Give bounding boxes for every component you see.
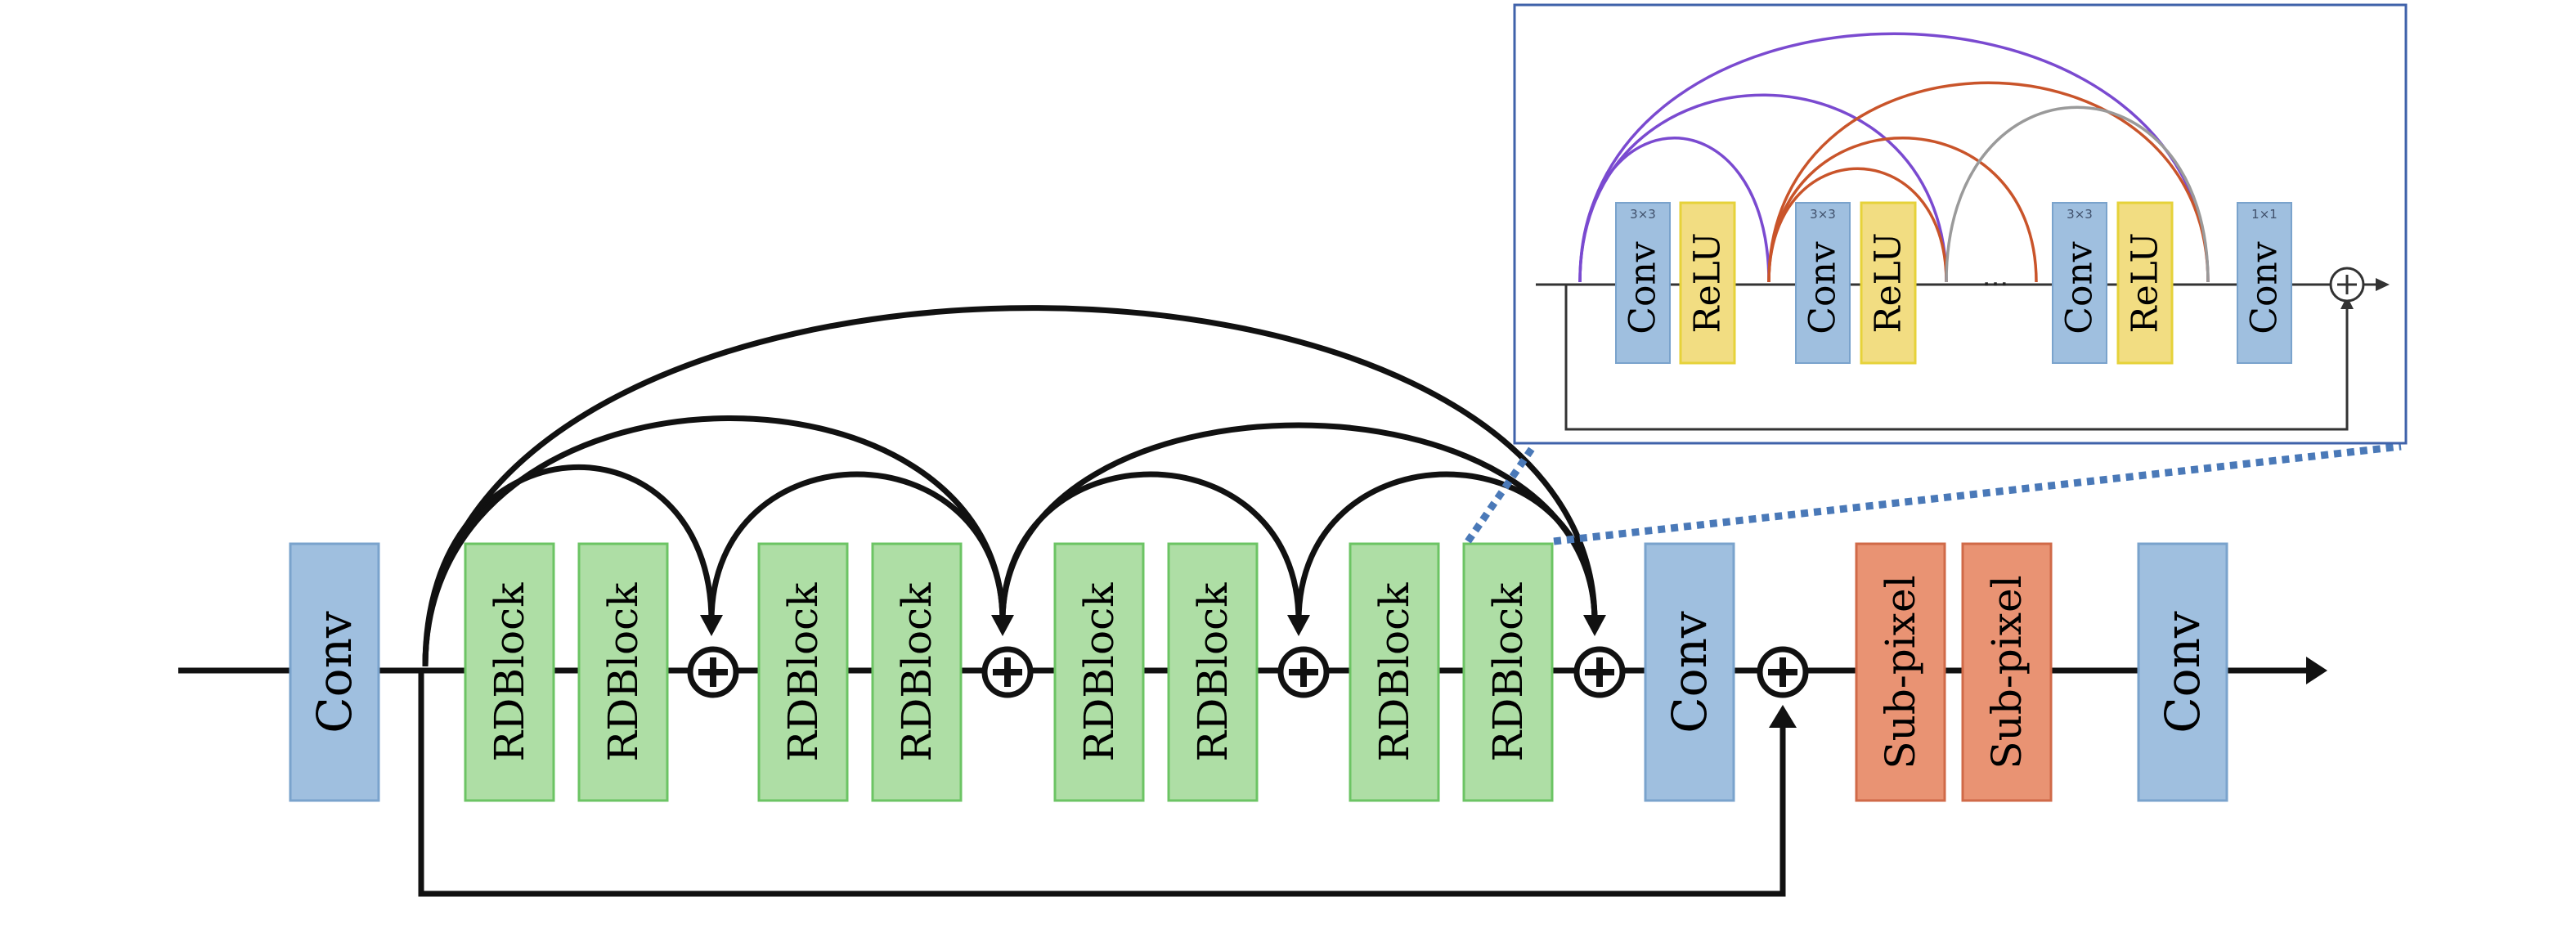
block-subpixel-1: Sub-pixel	[1855, 542, 1946, 802]
arc-origin-to-sum2	[422, 415, 1006, 667]
inset-residual-connection	[1564, 285, 2349, 431]
arc-sum3-to-sum4	[1295, 471, 1598, 622]
arrowhead-sum3	[1287, 615, 1310, 636]
block-rdblock-1: RDBlock	[464, 542, 555, 802]
block-conv-trunk: Conv	[1644, 542, 1735, 802]
plus-icon	[2337, 275, 2357, 294]
inset-conv-2: 3×3 Conv	[1795, 202, 1851, 364]
arc-gray-1	[1945, 105, 2210, 283]
block-label: RDBlock	[1189, 582, 1236, 762]
block-rdblock-6: RDBlock	[1167, 542, 1259, 802]
inset-relu-3: ReLU	[2116, 201, 2174, 365]
block-label: Sub-pixel	[1983, 575, 2031, 769]
block-label: ReLU	[1868, 232, 1910, 333]
block-conv-input: Conv	[289, 542, 380, 802]
inset-conv-3: 3×3 Conv	[2052, 202, 2107, 364]
arc-red-3	[1767, 81, 2210, 283]
arrowhead-sum1	[700, 615, 723, 636]
arrowhead-sum4	[1583, 615, 1606, 636]
block-label: Conv	[307, 611, 362, 733]
block-label: Conv	[1662, 611, 1717, 733]
sum-node-3	[1277, 646, 1330, 698]
kernel-size-label: 3×3	[1810, 207, 1836, 222]
arc-sum1-to-sum2	[708, 471, 1006, 622]
block-label: ReLU	[2125, 232, 2166, 333]
zoom-line-right	[1553, 442, 2402, 545]
arc-origin-to-sum4	[422, 305, 1598, 667]
inset-relu-1: ReLU	[1679, 201, 1736, 365]
block-rdblock-7: RDBlock	[1349, 542, 1440, 802]
plus-icon	[1289, 657, 1318, 687]
block-label: Sub-pixel	[1877, 575, 1924, 769]
block-subpixel-2: Sub-pixel	[1961, 542, 2053, 802]
block-rdblock-2: RDBlock	[577, 542, 669, 802]
block-label: RDBlock	[1371, 582, 1418, 762]
inset-relu-2: ReLU	[1860, 201, 1917, 365]
inset-dense-arcs	[1578, 32, 2210, 283]
block-rdblock-3: RDBlock	[757, 542, 849, 802]
block-label: RDBlock	[779, 582, 827, 762]
sum-node-global	[1757, 646, 1809, 698]
zoom-indicator-lines	[1465, 442, 2402, 545]
block-rdblock-8: RDBlock	[1462, 542, 1554, 802]
block-conv-output: Conv	[2137, 542, 2228, 802]
zoom-line-left	[1465, 444, 1537, 544]
arc-red-2	[1767, 137, 2038, 283]
main-pipeline: Conv RDBlock RDBlock RDBlock RDBlock RDB…	[178, 305, 2327, 897]
inset-conv-1x1: 1×1 Conv	[2237, 202, 2292, 364]
rdblock-detail-inset: 3×3 Conv ReLU 3×3 Conv ReLU ··· 3×3 Conv…	[1513, 3, 2408, 445]
kernel-size-label: 3×3	[2067, 207, 2093, 222]
output-arrow	[2306, 657, 2327, 684]
arrowhead-sum2	[991, 615, 1014, 636]
inset-sum-node	[2329, 267, 2365, 303]
block-label: RDBlock	[893, 582, 940, 762]
sum-node-1	[687, 646, 739, 698]
sum-node-2	[981, 646, 1034, 698]
block-label: RDBlock	[1484, 582, 1532, 762]
inset-conv-1: 3×3 Conv	[1615, 202, 1671, 364]
block-label: RDBlock	[1075, 582, 1123, 762]
kernel-size-label: 1×1	[2251, 207, 2278, 222]
block-rdblock-4: RDBlock	[871, 542, 963, 802]
global-skip-connection	[418, 671, 1786, 897]
kernel-size-label: 3×3	[1630, 207, 1656, 222]
plus-icon	[1585, 657, 1614, 687]
block-label: RDBlock	[486, 582, 533, 762]
block-label: Conv	[1622, 241, 1664, 334]
block-label: Conv	[2244, 241, 2286, 334]
block-rdblock-5: RDBlock	[1053, 542, 1145, 802]
global-skip-arrowhead	[1769, 705, 1797, 728]
block-label: Conv	[2155, 611, 2210, 733]
arc-purple-2	[1578, 93, 1948, 283]
dense-arc-arrowheads	[700, 615, 1606, 636]
block-label: Conv	[1802, 241, 1844, 334]
plus-icon	[993, 657, 1022, 687]
sum-node-4	[1573, 646, 1626, 698]
inset-residual-arrowhead	[2340, 296, 2354, 309]
block-label: RDBlock	[599, 582, 647, 762]
plus-icon	[698, 657, 728, 687]
block-label: ReLU	[1687, 232, 1729, 333]
plus-icon	[1768, 657, 1797, 687]
inset-output-arrow	[2376, 278, 2390, 291]
dense-skip-arcs	[422, 305, 1598, 667]
ellipsis-label: ···	[1982, 268, 2008, 301]
block-label: Conv	[2059, 241, 2101, 334]
